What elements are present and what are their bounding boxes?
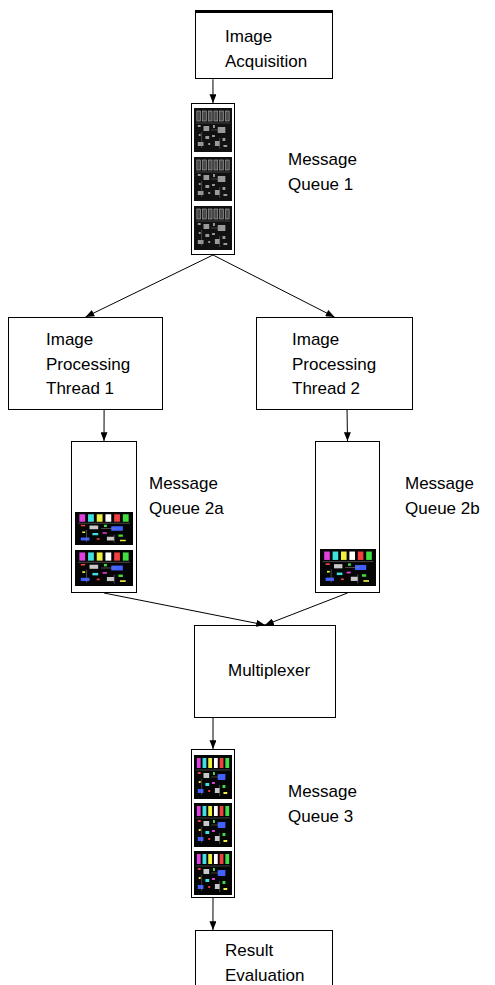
pcb-image — [194, 108, 232, 152]
box-label: Image Acquisition — [225, 25, 327, 74]
flow-arrow — [104, 410, 105, 441]
box-label: Image Processing Thread 1 — [46, 328, 157, 402]
queue-label: Message Queue 1 — [288, 148, 370, 197]
pcb-image — [194, 157, 232, 201]
flow-arrow — [213, 255, 335, 317]
pcb-image — [194, 206, 232, 250]
queue-label: Message Queue 2a — [149, 472, 229, 521]
message-queue: Message Queue 1 — [191, 103, 235, 255]
pcb-result-image — [75, 512, 133, 545]
flow-arrow — [347, 410, 348, 441]
pcb-result-image — [75, 550, 133, 586]
queue-label: Message Queue 2b — [405, 472, 485, 521]
box-label: Image Processing Thread 2 — [292, 328, 407, 402]
queue-label: Message Queue 3 — [288, 780, 370, 829]
process-box: Result Evaluation — [195, 930, 333, 985]
box-label: Result Evaluation — [225, 939, 327, 985]
message-queue: Message Queue 2b — [315, 441, 380, 593]
message-queue: Message Queue 2a — [71, 441, 137, 593]
pcb-result-image — [194, 755, 232, 799]
flow-arrow — [212, 898, 213, 930]
pcb-result-image — [194, 803, 232, 847]
pcb-result-image — [194, 851, 232, 895]
flow-arrow — [265, 593, 348, 625]
flow-arrow — [212, 79, 213, 103]
process-box: Image Processing Thread 1 — [8, 317, 163, 410]
flow-arrow — [104, 593, 265, 625]
message-queue: Message Queue 3 — [191, 749, 235, 898]
flow-arrow — [213, 718, 214, 749]
process-box: Image Acquisition — [195, 10, 333, 79]
box-label: Multiplexer — [228, 659, 330, 684]
flow-arrow — [86, 255, 214, 317]
process-box: Image Processing Thread 2 — [256, 317, 413, 410]
process-box: Multiplexer — [194, 625, 336, 718]
pcb-result-image — [320, 549, 376, 586]
